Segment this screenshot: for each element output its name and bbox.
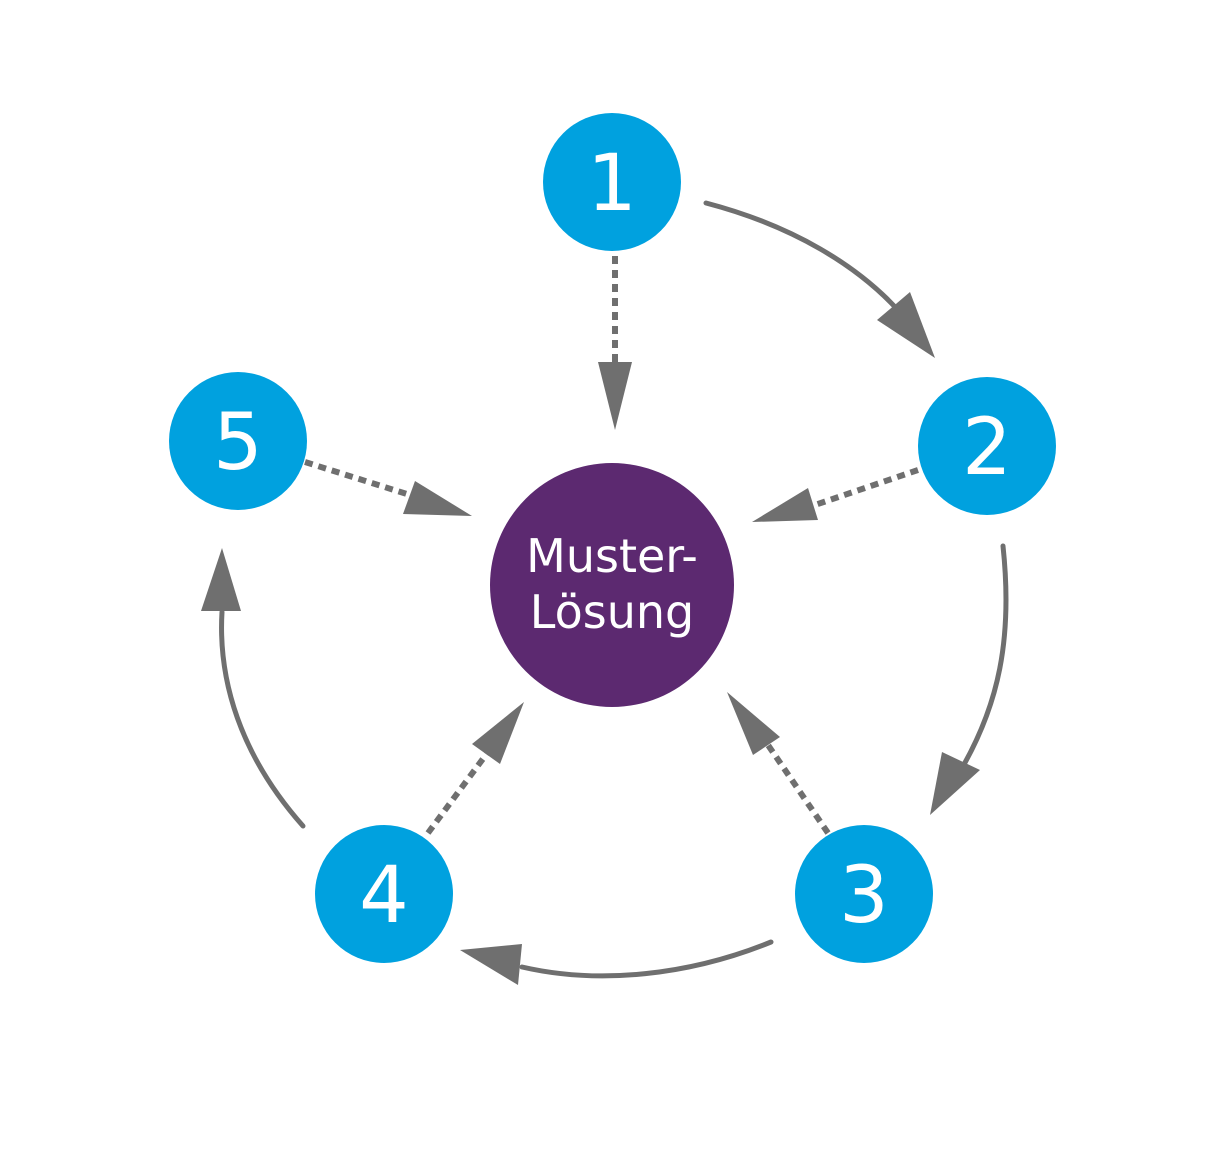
node-3-circle (795, 825, 933, 963)
arrowhead-5-to-center (403, 481, 472, 516)
arrow-3-to-4 (519, 939, 774, 979)
arrowhead-3-to-center (727, 692, 780, 755)
node-4-label: 4 (359, 851, 409, 941)
node-3: 3 (795, 825, 933, 963)
arrowhead-2-to-3 (930, 752, 980, 815)
center-node: Muster- Lösung (490, 463, 734, 707)
arrowhead-4-to-center (472, 702, 524, 764)
node-1-circle (543, 113, 681, 251)
arrowhead-3-to-4 (460, 944, 522, 985)
center-label-line1: Muster- (526, 529, 698, 583)
node-4-circle (315, 825, 453, 963)
arrowhead-2-to-center (752, 488, 818, 522)
node-2-label: 2 (962, 403, 1012, 493)
node-5-label: 5 (213, 398, 263, 488)
node-3-label: 3 (839, 851, 889, 941)
node-1-label: 1 (587, 139, 637, 229)
node-5: 5 (169, 372, 307, 510)
arrowhead-4-to-5 (201, 548, 241, 611)
dotted-arrow-5-to-center (304, 459, 411, 498)
node-1: 1 (543, 113, 681, 251)
center-circle (490, 463, 734, 707)
node-4: 4 (315, 825, 453, 963)
node-2: 2 (918, 377, 1056, 515)
arrowhead-1-to-2 (877, 292, 935, 358)
arrowhead-1-to-center (598, 362, 632, 430)
center-label-line2: Lösung (530, 585, 694, 639)
dotted-arrow-2-to-center (811, 467, 919, 509)
arrow-1-to-2 (703, 200, 908, 321)
dotted-arrow-3-to-center (765, 743, 831, 835)
cycle-arrows (201, 200, 1009, 985)
center-arrows (304, 256, 919, 835)
arrow-4-to-5 (219, 609, 306, 829)
arrow-2-to-3 (959, 543, 1009, 771)
node-2-circle (918, 377, 1056, 515)
node-5-circle (169, 372, 307, 510)
dotted-arrow-4-to-center (425, 750, 491, 835)
